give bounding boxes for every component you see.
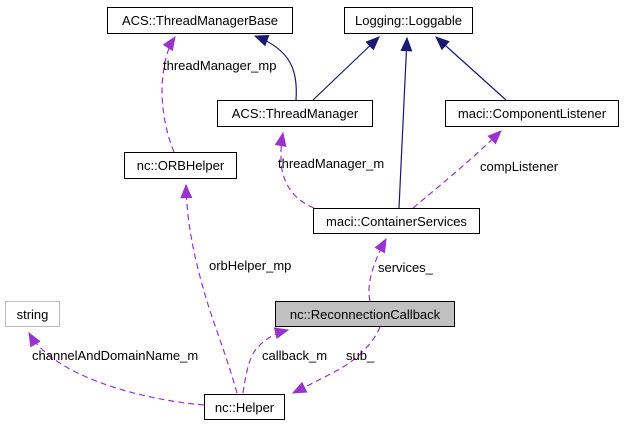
node-label: ACS::ThreadManagerBase [121, 13, 279, 28]
node-maci-componentlistener[interactable]: maci::ComponentListener [445, 100, 619, 127]
node-label: nc::ORBHelper [136, 158, 225, 173]
edge-reconnectioncallback-to-helper [291, 326, 381, 394]
node-label: Logging::Loggable [355, 13, 462, 28]
edge-label-channelanddomainname-m: channelAndDomainName_m [32, 348, 199, 363]
edge-componentlistener-to-loggable [435, 36, 507, 101]
node-logging-loggable[interactable]: Logging::Loggable [344, 7, 473, 34]
node-acs-threadmanagerbase[interactable]: ACS::ThreadManagerBase [107, 7, 293, 34]
node-label: maci::ComponentListener [457, 106, 607, 121]
edge-label-orbhelper-mp: orbHelper_mp [209, 258, 292, 273]
edge-helper-to-string [28, 331, 205, 406]
node-label: nc::Helper [214, 399, 275, 415]
node-label: nc::ReconnectionCallback [289, 306, 441, 322]
node-maci-containerservices[interactable]: maci::ContainerServices [313, 208, 480, 234]
edge-label-threadmanager-m: threadManager_m [278, 156, 385, 171]
edge-threadmanager-to-threadmanagerbase [253, 35, 297, 101]
node-label: maci::ContainerServices [326, 213, 467, 229]
node-acs-threadmanager[interactable]: ACS::ThreadManager [217, 100, 373, 127]
edge-orbhelper-to-threadmanagerbase [161, 36, 176, 153]
node-string: string [5, 301, 60, 327]
node-label: ACS::ThreadManager [231, 106, 359, 121]
edge-containerservices-to-loggable [398, 36, 413, 209]
edge-label-callback-m: callback_m [262, 348, 328, 363]
edge-reconnectioncallback-to-containerservices [368, 237, 387, 302]
node-nc-orbhelper[interactable]: nc::ORBHelper [124, 152, 237, 179]
node-label: string [16, 306, 49, 322]
edge-label-services: services_ [378, 260, 433, 275]
edge-label-complistener: compListener [480, 159, 559, 174]
edge-label-threadmanager-mp: threadManager_mp [163, 58, 277, 73]
node-nc-reconnectioncallback: nc::ReconnectionCallback [275, 301, 455, 327]
edge-label-sub: sub_ [346, 348, 375, 363]
edge-threadmanager-to-loggable [312, 36, 380, 101]
node-nc-helper[interactable]: nc::Helper [204, 394, 285, 420]
edge-containerservices-to-threadmanager [274, 131, 315, 209]
edge-containerservices-to-componentlistener [412, 130, 502, 209]
edge-helper-to-reconnectioncallback [242, 327, 290, 394]
edge-helper-to-orbhelper [180, 183, 238, 394]
